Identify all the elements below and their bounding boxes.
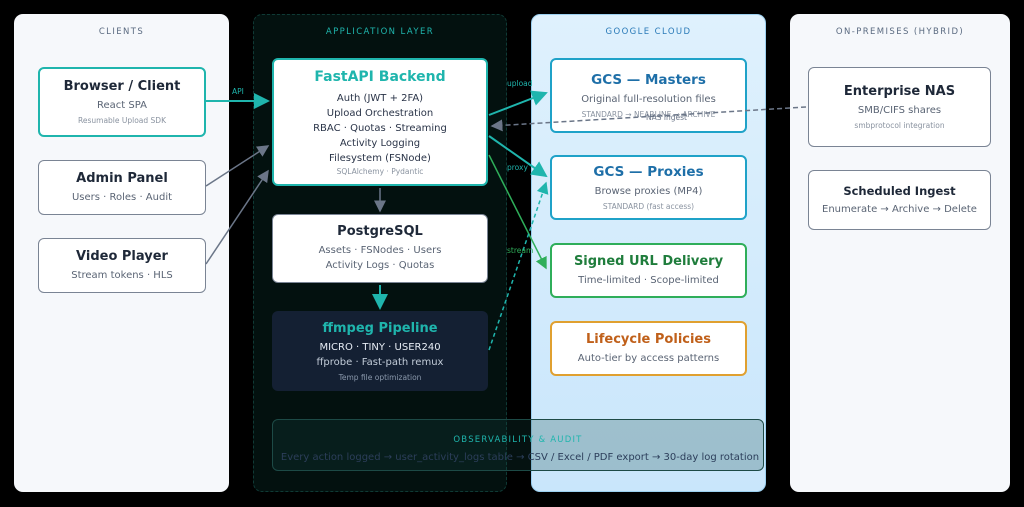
signed-url-title: Signed URL Delivery [573,253,724,269]
video-player-title: Video Player [76,248,168,264]
clients-column-title: CLIENTS [98,27,145,37]
backend-line-4: Activity Logging [339,137,421,149]
scheduled-ingest-card[interactable]: Scheduled Ingest Enumerate → Archive → D… [808,170,991,230]
enterprise-nas-title: Enterprise NAS [843,84,956,99]
video-player-card[interactable]: Video Player Stream tokens · HLS [38,238,206,293]
gcs-masters-note: STANDARD → NEARLINE → ARCHIVE [581,110,716,119]
observability-band [272,419,764,471]
gcs-proxies-title: GCS — Proxies [593,164,704,180]
gcs-proxies-sub: Browse proxies (MP4) [594,186,703,197]
stream-connector [488,154,547,270]
player-connector [205,169,269,265]
browser-client-note: Resumable Upload SDK [77,116,166,125]
backend-line-5: Filesystem (FSNode) [329,152,431,164]
google-cloud-title: GOOGLE CLOUD [605,27,692,37]
signed-url-sub: Time-limited · Scope-limited [578,274,719,286]
backend-line-3: RBAC · Quotas · Streaming [313,122,447,134]
gcs-masters-card[interactable]: GCS — Masters Original full-resolution f… [550,58,747,133]
backend-line-2: Upload Orchestration [326,107,434,119]
application-layer-title: APPLICATION LAYER [325,27,435,37]
gcs-masters-title: GCS — Masters [591,72,706,88]
admin-panel-card[interactable]: Admin Panel Users · Roles · Audit [38,160,206,215]
api-edge-label: API [232,87,244,96]
nas-ingest-connector [490,106,807,132]
ffmpeg-to-proxies-connector [488,181,549,351]
ffmpeg-note: Temp file optimization [338,372,422,382]
admin-connector [205,145,270,187]
signed-url-card[interactable]: Signed URL Delivery Time-limited · Scope… [550,243,747,298]
stream-edge-label: stream [507,246,534,255]
admin-panel-sub: Users · Roles · Audit [71,191,173,203]
proxy-connector [488,135,548,178]
upload-connector [488,90,548,116]
lifecycle-policies-card[interactable]: Lifecycle Policies Auto-tier by access p… [550,321,747,376]
gcs-masters-sub: Original full-resolution files [581,94,716,105]
scheduled-ingest-title: Scheduled Ingest [843,183,956,198]
browser-client-card[interactable]: Browser / Client React SPA Resumable Upl… [38,67,206,137]
proxy-edge-label: proxy [507,163,528,172]
browser-client-title: Browser / Client [63,79,181,94]
observability-title: OBSERVABILITY & AUDIT [453,435,583,445]
backend-line-1: Auth (JWT + 2FA) [336,92,424,104]
postgresql-line-2: Activity Logs · Quotas [325,260,435,271]
ffmpeg-line-1: MICRO · TINY · USER240 [319,341,441,353]
ffmpeg-pipeline-title: ffmpeg Pipeline [322,320,438,336]
fastapi-backend-card[interactable]: FastAPI Backend Auth (JWT + 2FA) Upload … [272,58,488,186]
postgresql-card[interactable]: PostgreSQL Assets · FSNodes · Users Acti… [272,214,488,283]
nas-ingest-edge-label: NAS ingest [646,113,687,122]
gcs-proxies-card[interactable]: GCS — Proxies Browse proxies (MP4) STAND… [550,155,747,220]
postgresql-line-1: Assets · FSNodes · Users [318,245,442,256]
lifecycle-policies-title: Lifecycle Policies [586,331,711,347]
ffmpeg-line-2: ffprobe · Fast-path remux [316,356,444,368]
ffmpeg-pipeline-card[interactable]: ffmpeg Pipeline MICRO · TINY · USER240 f… [272,311,488,391]
browser-client-sub: React SPA [97,100,147,111]
admin-panel-title: Admin Panel [76,170,168,186]
enterprise-nas-card[interactable]: Enterprise NAS SMB/CIFS shares smbprotoc… [808,67,991,147]
upload-edge-label: upload [507,79,533,88]
scheduled-ingest-sub: Enumerate → Archive → Delete [822,203,977,215]
on-premises-title: ON-PREMISES (HYBRID) [835,27,965,37]
gcs-proxies-note: STANDARD (fast access) [602,202,695,211]
video-player-sub: Stream tokens · HLS [71,269,173,281]
observability-text: Every action logged → user_activity_logs… [280,452,760,463]
enterprise-nas-note: smbprotocol integration [854,121,945,130]
enterprise-nas-sub: SMB/CIFS shares [857,105,942,116]
fastapi-backend-title: FastAPI Backend [314,68,446,85]
backend-note: SQLAlchemy · Pydantic [336,166,424,176]
postgresql-title: PostgreSQL [337,224,423,239]
lifecycle-policies-sub: Auto-tier by access patterns [577,352,720,364]
